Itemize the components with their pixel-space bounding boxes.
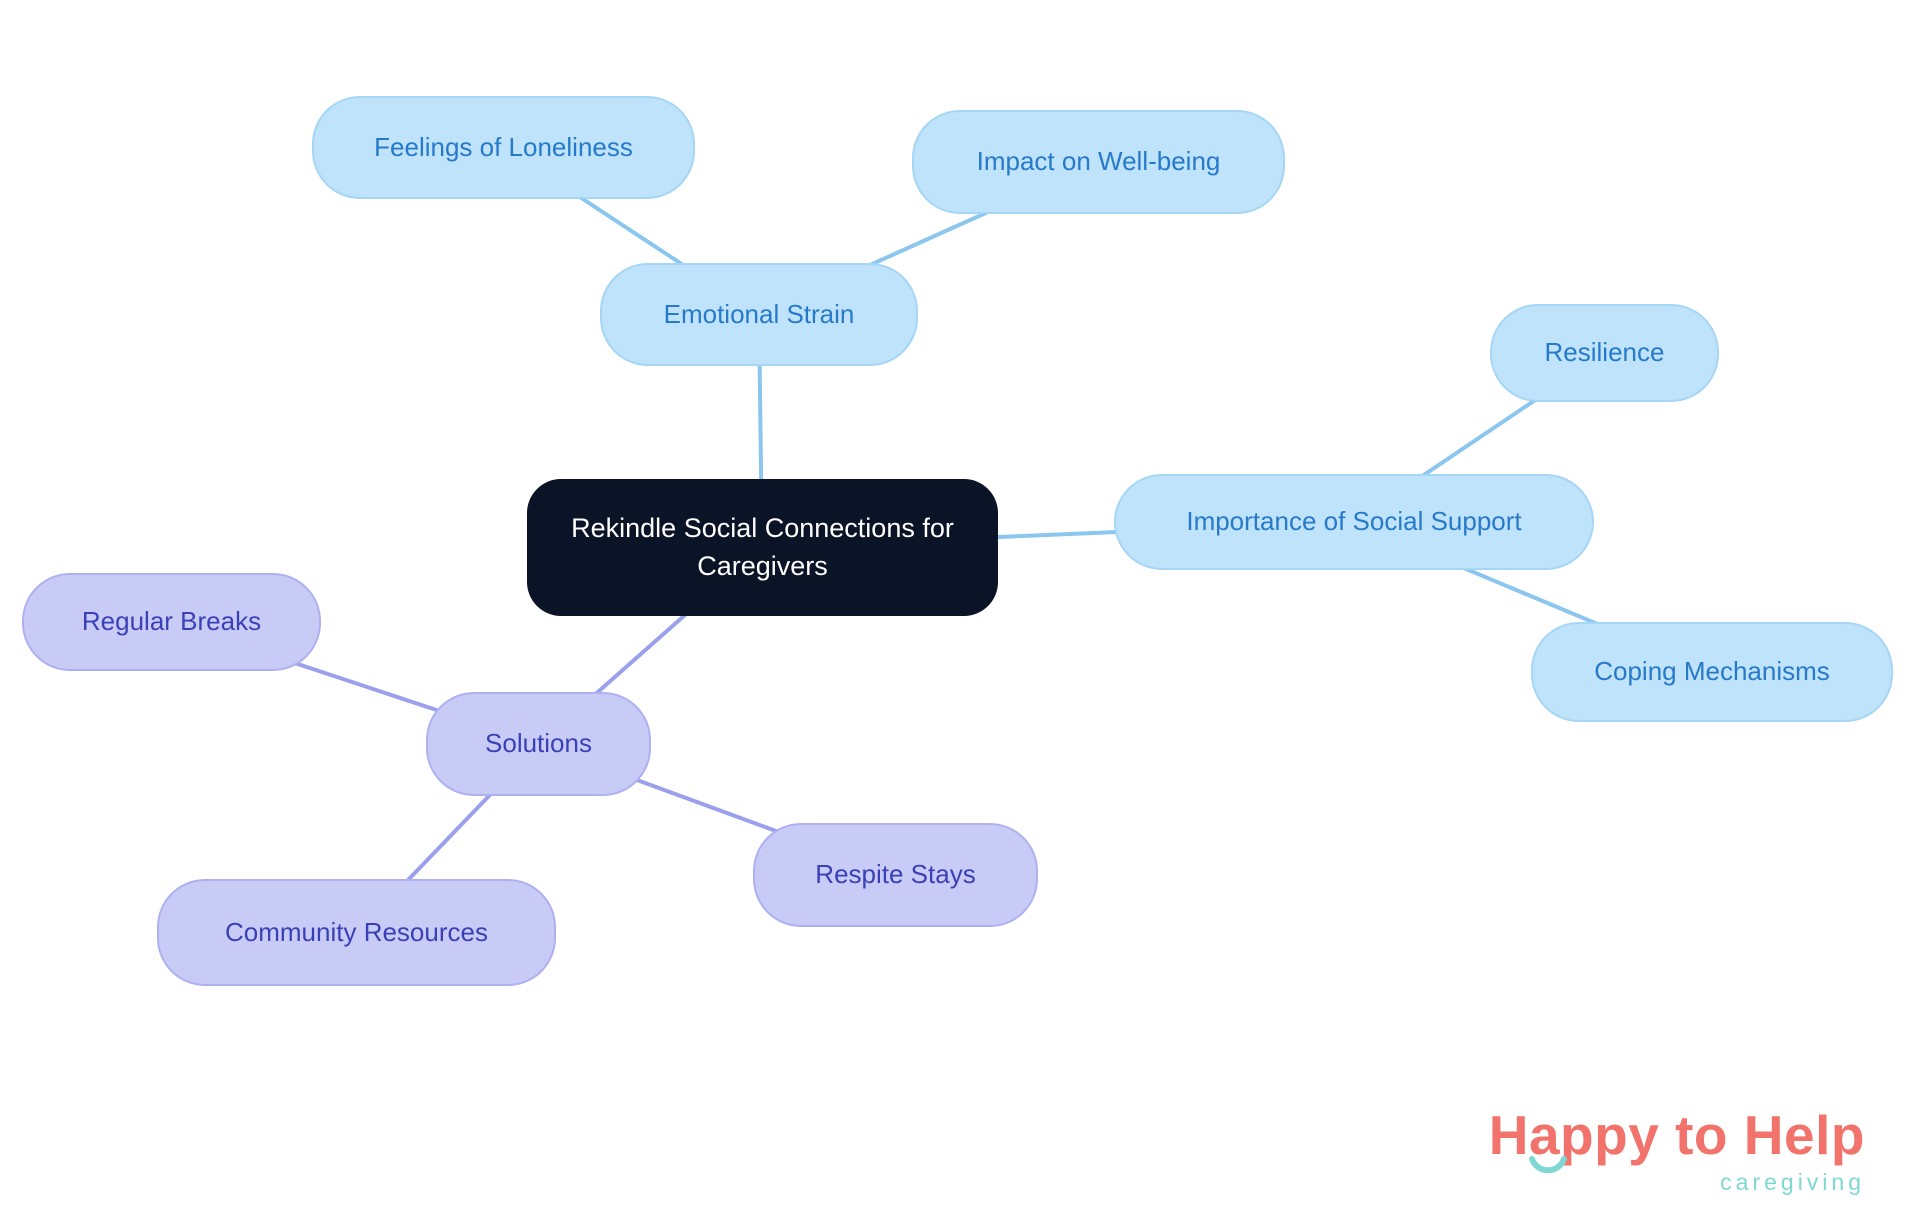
node-central-topic: Rekindle Social Connections for Caregive… xyxy=(527,479,998,616)
node-resilience: Resilience xyxy=(1490,304,1719,402)
node-solutions: Solutions xyxy=(426,692,651,796)
smile-icon xyxy=(1529,1156,1567,1174)
node-coping-mechanisms: Coping Mechanisms xyxy=(1531,622,1893,722)
brand-logo: Happy to Help caregiving xyxy=(1420,1103,1865,1196)
node-importance-of-social-support: Importance of Social Support xyxy=(1114,474,1594,570)
node-community-resources: Community Resources xyxy=(157,879,556,986)
node-feelings-of-loneliness: Feelings of Loneliness xyxy=(312,96,695,199)
node-respite-stays: Respite Stays xyxy=(753,823,1038,927)
node-emotional-strain: Emotional Strain xyxy=(600,263,918,366)
node-impact-on-well-being: Impact on Well-being xyxy=(912,110,1285,214)
brand-name: Happy to Help xyxy=(1488,1104,1865,1166)
node-regular-breaks: Regular Breaks xyxy=(22,573,321,671)
brand-tagline: caregiving xyxy=(1720,1169,1865,1195)
